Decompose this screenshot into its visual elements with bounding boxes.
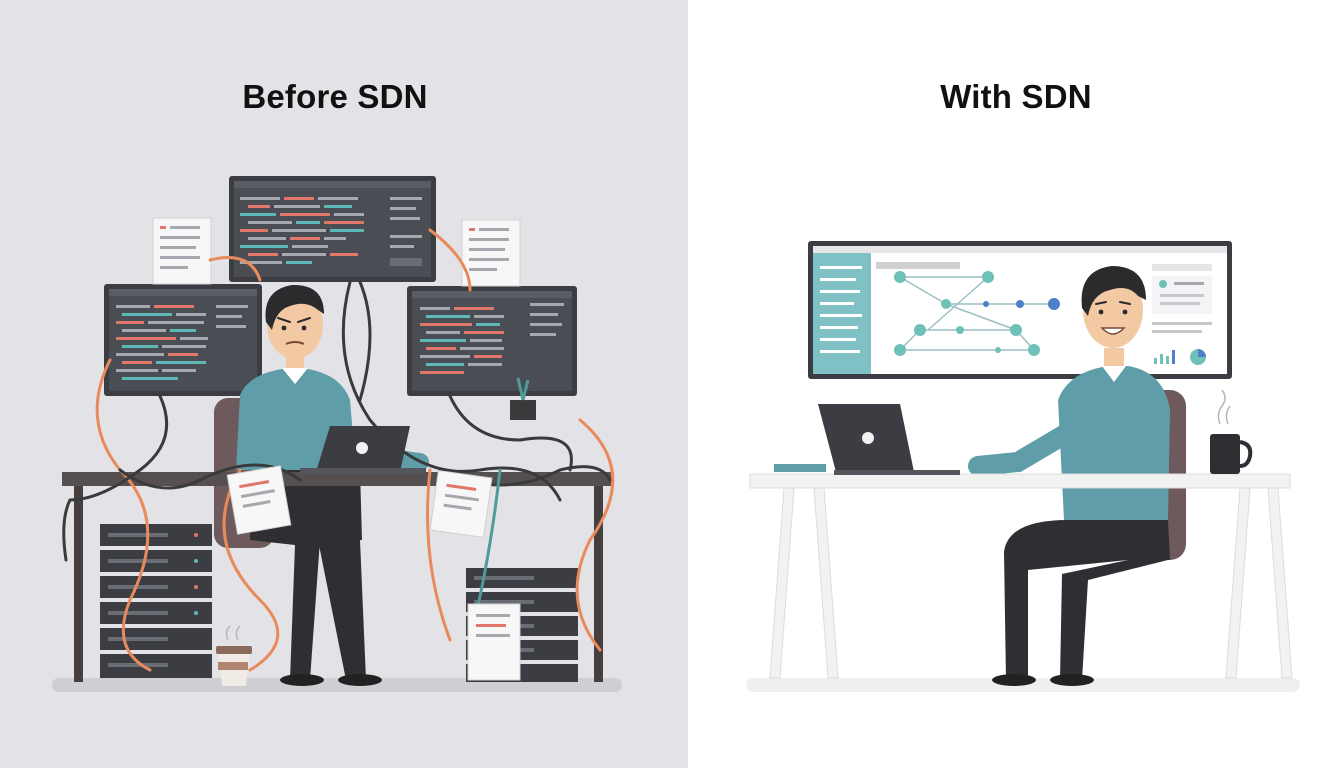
- with-sdn-scene: [746, 241, 1300, 692]
- with-sdn-panel: With SDN: [688, 0, 1344, 768]
- server-rack-left: [100, 524, 212, 678]
- before-sdn-panel: Before SDN: [0, 0, 688, 768]
- network-node-icon: [1016, 300, 1024, 308]
- network-node-icon: [1010, 324, 1022, 336]
- paper-note-left: [152, 217, 212, 285]
- laptop-logo-icon: [356, 442, 368, 454]
- top-monitor-code: [240, 197, 422, 266]
- network-node-icon: [941, 299, 951, 309]
- network-node-icon: [914, 324, 926, 336]
- network-node-icon: [983, 301, 989, 307]
- network-node-icon: [956, 326, 964, 334]
- tangled-cables: [62, 228, 615, 672]
- network-topology-graph: [894, 271, 1060, 356]
- network-node-icon: [982, 271, 994, 283]
- laptop-right: [818, 404, 960, 475]
- clean-desk: [749, 473, 1293, 679]
- network-node-icon: [894, 271, 906, 283]
- sdn-dashboard-monitor: [808, 241, 1232, 379]
- paper-note-right: [461, 219, 521, 287]
- right-monitor: [407, 286, 577, 396]
- desk-plant: [510, 377, 536, 420]
- dashboard-stats-panel: [1152, 264, 1212, 365]
- coffee-mug-icon: [1210, 389, 1253, 474]
- paper-pile-floor: [467, 603, 521, 681]
- network-node-icon: [1028, 344, 1040, 356]
- left-monitor: [104, 284, 262, 396]
- notebook: [774, 464, 826, 472]
- network-node-icon: [894, 344, 906, 356]
- network-node-icon: [1048, 298, 1060, 310]
- before-sdn-scene: [52, 176, 622, 692]
- top-monitor: [229, 176, 436, 282]
- loose-paper-desk-right: [429, 469, 493, 539]
- coffee-cup-icon: [216, 625, 252, 686]
- with-sdn-title: With SDN: [940, 78, 1092, 115]
- before-sdn-title: Before SDN: [242, 78, 428, 115]
- dashboard-sidebar: [813, 253, 871, 374]
- loose-paper-desk-left: [226, 465, 292, 535]
- laptop-logo-icon: [862, 432, 874, 444]
- network-node-icon: [995, 347, 1001, 353]
